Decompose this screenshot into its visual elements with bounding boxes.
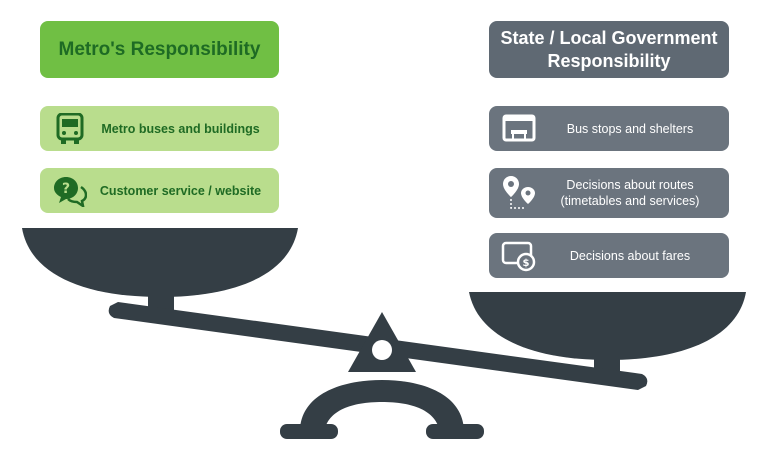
metro-responsibility-header: Metro's Responsibility: [40, 21, 279, 78]
bus-icon: [50, 112, 90, 146]
government-item-bus-stops: Bus stops and shelters: [489, 106, 729, 151]
metro-item-label: Customer service / website: [99, 183, 262, 198]
chat-question-icon: ?: [50, 174, 90, 208]
government-item-fares: $ Decisions about fares: [489, 233, 729, 278]
bus-shelter-icon: [499, 112, 539, 146]
right-scale-pan: [469, 292, 746, 360]
government-responsibility-header: State / Local Government Responsibility: [489, 21, 729, 78]
scale-foot-right: [426, 424, 484, 439]
svg-text:$: $: [523, 258, 530, 269]
scale-foot-left: [280, 424, 338, 439]
government-item-routes: Decisions about routes (timetables and s…: [489, 168, 729, 218]
scale-base: [300, 380, 464, 432]
fare-card-icon: $: [499, 239, 539, 273]
government-item-label: Bus stops and shelters: [566, 121, 694, 136]
metro-header-title: Metro's Responsibility: [58, 38, 261, 60]
metro-item-label: Metro buses and buildings: [101, 121, 260, 136]
government-item-label: Decisions about routes (timetables and s…: [560, 178, 700, 208]
metro-item-buses: Metro buses and buildings: [40, 106, 279, 151]
government-item-label: Decisions about fares: [569, 248, 691, 263]
left-pan-stem: [148, 292, 174, 310]
route-pins-icon: [499, 176, 539, 210]
government-header-title: State / Local Government Responsibility: [500, 27, 718, 71]
svg-text:?: ?: [62, 181, 70, 197]
pivot-hole: [372, 340, 392, 360]
metro-item-customer-service: ? Customer service / website: [40, 168, 279, 213]
left-scale-pan: [22, 228, 298, 297]
